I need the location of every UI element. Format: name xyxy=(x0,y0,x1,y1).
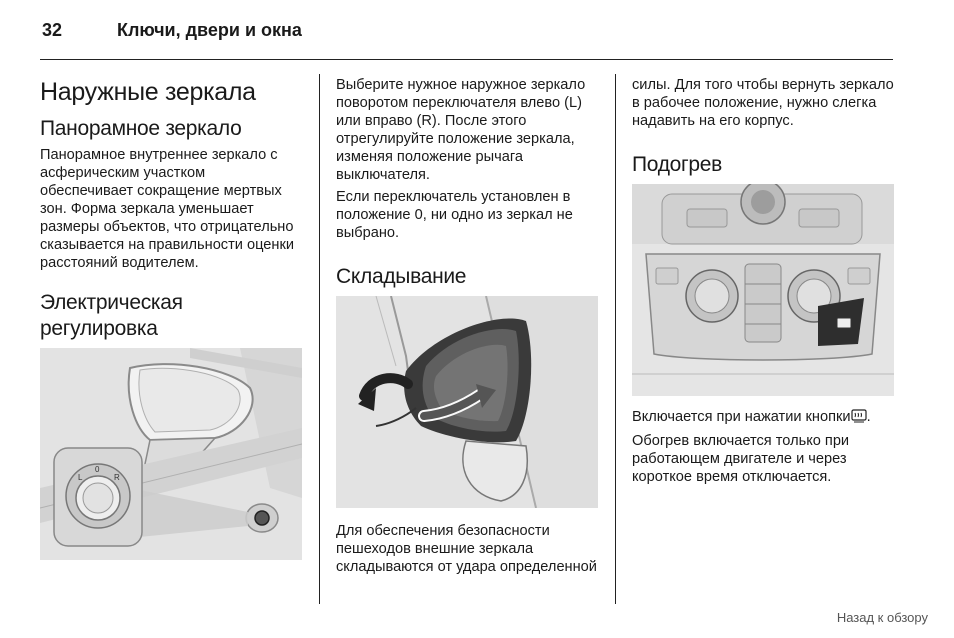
heating-heading: Подогрев xyxy=(632,153,723,176)
heater-controls-figure xyxy=(632,184,894,396)
chapter-title: Ключи, двери и окна xyxy=(117,20,302,40)
header-rule xyxy=(40,59,893,60)
section-title: Наружные зеркала xyxy=(40,78,256,106)
switch-label-left: L xyxy=(78,473,83,482)
folding-continued-text: силы. Для того чтобы вернуть зеркало в р… xyxy=(632,77,894,129)
panoramic-heading: Панорамное зеркало xyxy=(40,117,242,140)
mirror-folding-figure xyxy=(336,296,598,508)
column-divider-1 xyxy=(319,74,320,604)
panoramic-text: Панорамное внутреннее зеркало с асфериче… xyxy=(40,147,295,271)
folding-text: Для обеспечения безопасности пешеходов в… xyxy=(336,523,597,575)
switch-label-right: R xyxy=(114,473,120,482)
electric-adjust-heading: Электрическая регулировка xyxy=(40,291,183,340)
activation-end: . xyxy=(866,409,871,425)
column-divider-2 xyxy=(615,74,616,604)
activation-text: Включается при нажатии кнопки. xyxy=(632,408,894,426)
activation-label: Включается при нажатии кнопки xyxy=(632,409,851,425)
back-to-overview-link[interactable]: Назад к обзору xyxy=(836,610,928,625)
folding-heading: Складывание xyxy=(336,265,467,288)
rear-window-heater-icon xyxy=(850,409,867,423)
mirror-switch-figure: L 0 R xyxy=(40,348,302,560)
neutral-position-text: Если переключатель установлен в положени… xyxy=(336,189,573,241)
page-number: 32 xyxy=(42,20,63,40)
heating-note: Обогрев включается только при работающем… xyxy=(632,433,850,485)
select-mirror-text: Выберите нужное наружное зеркало поворот… xyxy=(336,77,586,183)
switch-label-zero: 0 xyxy=(95,465,100,474)
